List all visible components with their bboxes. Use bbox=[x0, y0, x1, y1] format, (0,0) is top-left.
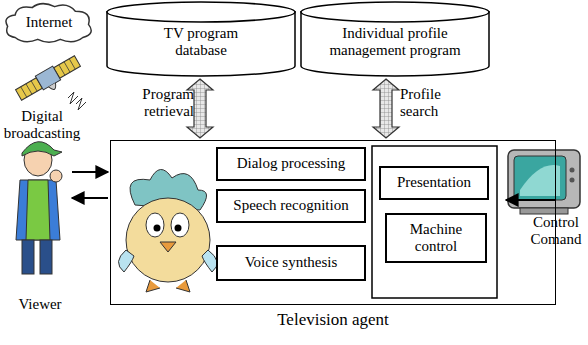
process-box: Speech recognition bbox=[216, 189, 366, 223]
process-box: Voice synthesis bbox=[216, 245, 366, 281]
node-text: Presentation bbox=[397, 174, 471, 191]
process-box: Dialog processing bbox=[216, 147, 366, 181]
cloud-path bbox=[6, 4, 91, 43]
cloud-node: Internet bbox=[2, 2, 96, 44]
node-text: Dialog processing bbox=[237, 155, 346, 172]
node-text: TV program database bbox=[141, 25, 261, 60]
process-box: Presentation bbox=[379, 166, 489, 200]
control-arrow bbox=[506, 199, 556, 201]
database-cylinder: Individual profile management program bbox=[300, 1, 490, 77]
node-text: Voice synthesis bbox=[245, 254, 338, 271]
broadcast-label: Digital broadcasting bbox=[2, 108, 82, 143]
control-panel bbox=[372, 146, 497, 298]
edge-label: Profile search bbox=[400, 86, 464, 121]
process-box: Machine control bbox=[385, 213, 487, 263]
agent-character bbox=[118, 169, 217, 292]
node-text: Machine control bbox=[393, 221, 479, 256]
node-text: Individual profile management program bbox=[320, 25, 470, 60]
control-label: Control Comand bbox=[526, 214, 586, 249]
node-text: Internet bbox=[26, 14, 73, 31]
input-arrow bbox=[72, 171, 108, 173]
node-text: Television agent bbox=[111, 310, 555, 330]
cylinder-top bbox=[107, 2, 295, 22]
double-arrow bbox=[373, 79, 399, 138]
agent-box: Television agentDialog processingSpeech … bbox=[110, 140, 556, 305]
output-arrow bbox=[72, 197, 108, 199]
satellite-icon bbox=[15, 54, 84, 106]
viewer-label: Viewer bbox=[4, 296, 76, 313]
edge-label: Program retrieval bbox=[126, 86, 194, 121]
cylinder-top bbox=[301, 2, 489, 22]
viewer-figure bbox=[16, 142, 62, 274]
node-text: Speech recognition bbox=[233, 197, 348, 214]
tv-set bbox=[508, 150, 580, 214]
signal-lines bbox=[68, 92, 86, 110]
database-cylinder: TV program database bbox=[106, 1, 296, 77]
